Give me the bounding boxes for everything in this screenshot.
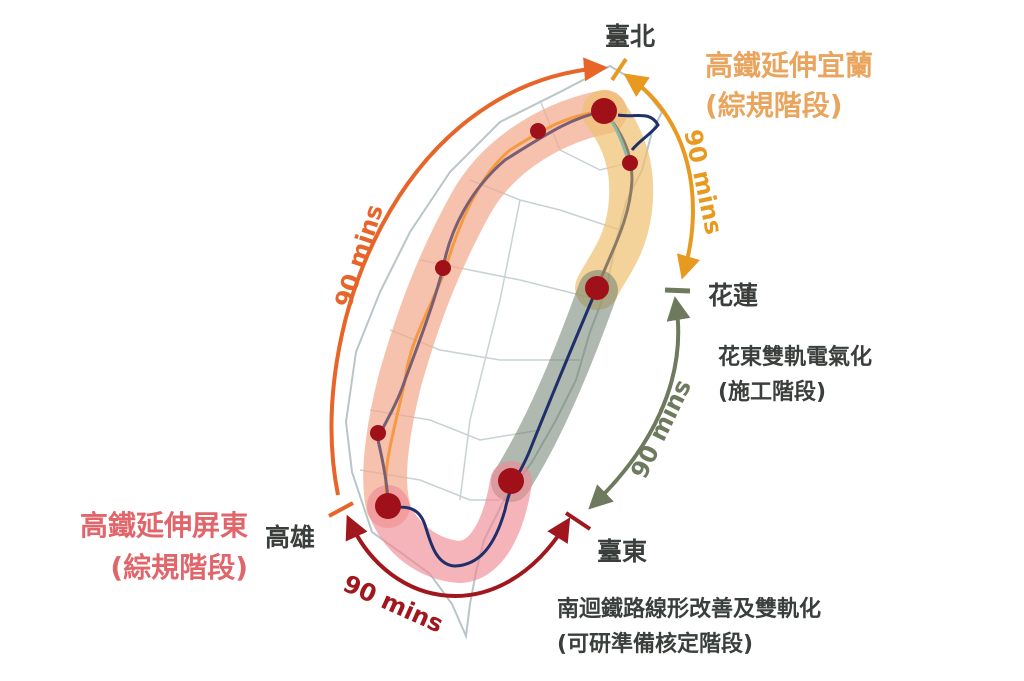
arrow-east (588, 296, 691, 510)
city-label-taitung: 臺東 (597, 537, 648, 566)
project-title: 高鐵延伸屏東 (79, 509, 248, 542)
station-taipei (591, 98, 617, 124)
station-taichung (435, 260, 451, 276)
station-hualien (585, 276, 609, 300)
city-label-hualien: 花蓮 (708, 281, 759, 310)
project-hualien-taitung: 花東雙軌電氣化 (施工階段) (718, 340, 872, 410)
project-hsr-yilan: 高鐵延伸宜蘭 (綜規階段) (705, 46, 873, 126)
station-yilan (622, 155, 638, 171)
project-stage: (施工階段) (718, 380, 827, 405)
tick-taitung (564, 511, 592, 531)
project-title: 南迴鐵路線形改善及雙軌化 (557, 597, 822, 622)
station-tainan (370, 425, 386, 441)
tick-kaohsiung (328, 501, 354, 518)
station-kaohsiung (375, 493, 401, 519)
project-stage: (綜規階段) (705, 89, 843, 122)
arrow-west (329, 57, 608, 496)
tick-taipei (610, 57, 628, 82)
station-taoyuan (530, 123, 546, 139)
band-west-corridor (363, 90, 627, 528)
project-hsr-pingtung: 高鐵延伸屏東 (綜規階段) (40, 505, 248, 589)
project-title: 高鐵延伸宜蘭 (705, 49, 874, 82)
project-title: 花東雙軌電氣化 (718, 345, 873, 370)
city-label-taipei: 臺北 (605, 22, 656, 51)
project-stage: (綜規階段) (110, 551, 248, 584)
station-taitung (498, 468, 524, 494)
arrow-south (345, 514, 571, 598)
city-label-kaohsiung: 高雄 (265, 523, 316, 552)
arrow-northeast (623, 73, 700, 280)
project-stage: (可研準備核定階段) (557, 632, 754, 657)
project-south-link: 南迴鐵路線形改善及雙軌化 (可研準備核定階段) (557, 592, 821, 662)
tick-hualien (664, 287, 691, 294)
